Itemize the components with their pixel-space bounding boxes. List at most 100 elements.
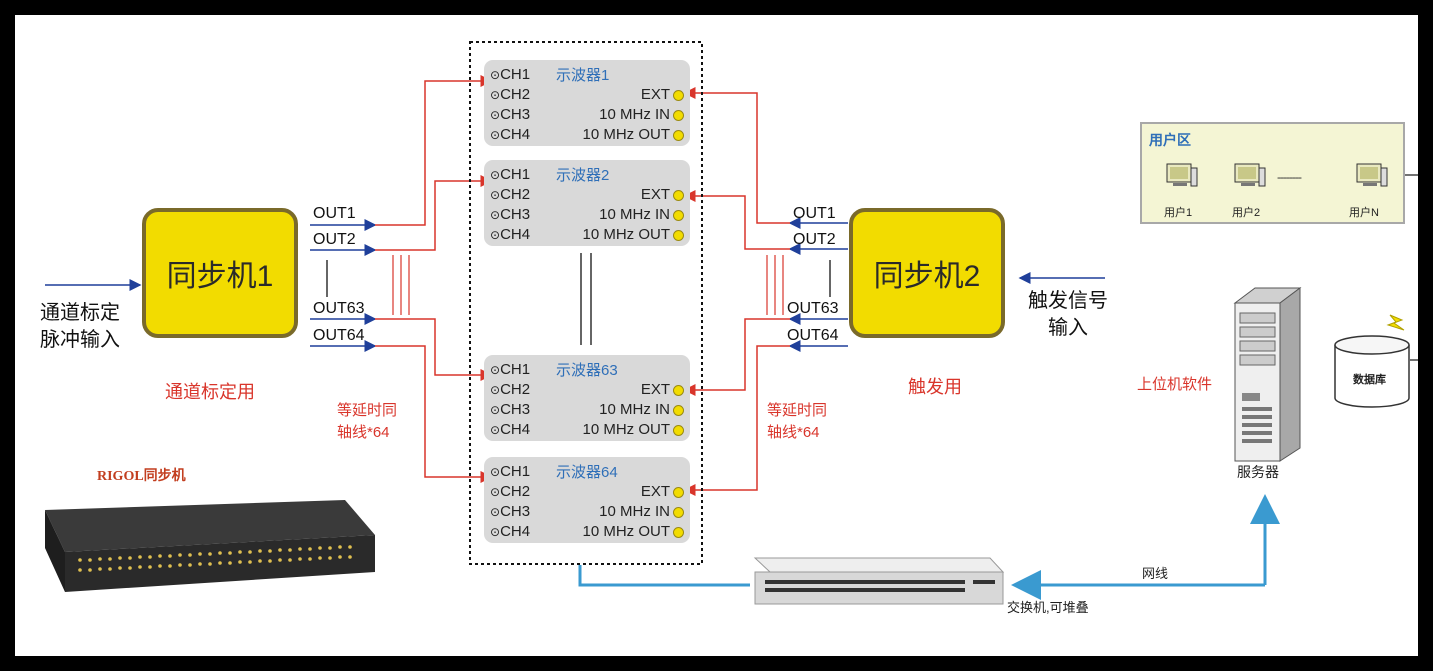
channel-2: ⊙CH2	[490, 86, 530, 103]
channel-label: CH3	[500, 206, 531, 223]
left-cable-label-line1: 等延时同	[337, 402, 398, 419]
port-connector-icon	[673, 424, 684, 436]
switch-label: 交换机,可堆叠	[1007, 600, 1089, 615]
sync2-usage: 触发用	[908, 377, 962, 397]
user1-computer-icon	[1164, 162, 1198, 192]
sync-machine-1-label: 同步机1	[166, 260, 274, 293]
sync1-out2: OUT2	[313, 231, 356, 248]
sync2-out1: OUT1	[793, 205, 836, 222]
port-3: 10 MHz OUT	[582, 421, 684, 438]
port-label: 10 MHz IN	[599, 401, 670, 418]
port-2: 10 MHz IN	[599, 401, 684, 418]
port-connector-icon	[673, 506, 684, 518]
port-1: EXT	[641, 86, 684, 103]
channel-label: CH2	[500, 186, 531, 203]
database-icon	[1334, 314, 1410, 408]
port-label: 10 MHz IN	[599, 503, 670, 520]
sync1-input-line1: 通道标定	[40, 302, 120, 324]
channel-3: ⊙CH3	[490, 206, 530, 223]
port-connector-icon	[673, 109, 684, 121]
port-1: EXT	[641, 483, 684, 500]
port-3: 10 MHz OUT	[582, 126, 684, 143]
channel-label: CH4	[500, 226, 531, 243]
sync2-out64: OUT64	[787, 327, 839, 344]
user-ellipsis: --------	[1277, 170, 1302, 184]
left-cable-label: 等延时同 轴线*64	[337, 400, 397, 444]
channel-3: ⊙CH3	[490, 503, 530, 520]
usern-label: 用户N	[1349, 207, 1379, 219]
sync1-out63: OUT63	[313, 300, 365, 317]
channel-label: CH4	[500, 523, 531, 540]
port-label: 10 MHz IN	[599, 106, 670, 123]
oscilloscope-title: 示波器63	[556, 362, 618, 379]
channel-connector-icon: ⊙	[490, 68, 501, 82]
server-icon	[1233, 287, 1302, 462]
channel-connector-icon: ⊙	[490, 465, 501, 479]
channel-label: CH1	[500, 166, 531, 183]
oscilloscope-title: 示波器1	[556, 67, 610, 84]
port-connector-icon	[673, 526, 684, 538]
right-cable-label: 等延时同 轴线*64	[767, 400, 827, 444]
left-cable-label-line2: 轴线*64	[337, 424, 390, 441]
channel-label: CH2	[500, 381, 531, 398]
port-label: 10 MHz OUT	[582, 421, 670, 438]
port-2: 10 MHz IN	[599, 106, 684, 123]
channel-label: CH3	[500, 106, 531, 123]
channel-4: ⊙CH4	[490, 226, 530, 243]
network-cable-label: 网线	[1142, 566, 1169, 581]
channel-connector-icon: ⊙	[490, 525, 501, 539]
port-label: 10 MHz OUT	[582, 523, 670, 540]
channel-connector-icon: ⊙	[490, 485, 501, 499]
sync1-input-text: 通道标定 脉冲输入	[40, 300, 120, 354]
channel-connector-icon: ⊙	[490, 208, 501, 222]
channel-label: CH1	[500, 66, 531, 83]
channel-connector-icon: ⊙	[490, 228, 501, 242]
port-3: 10 MHz OUT	[582, 523, 684, 540]
connection-lines	[45, 41, 1418, 600]
channel-label: CH2	[500, 483, 531, 500]
usern-computer-icon	[1354, 162, 1388, 192]
user1-label: 用户1	[1164, 207, 1193, 219]
sync-machine-2: 同步机2	[849, 208, 1005, 338]
port-label: EXT	[640, 186, 670, 203]
right-cable-label-line2: 轴线*64	[767, 424, 820, 441]
port-3: 10 MHz OUT	[582, 226, 684, 243]
sync2-input-text: 触发信号 输入	[1028, 288, 1108, 342]
channel-label: CH3	[500, 503, 531, 520]
channel-1: ⊙CH1	[490, 166, 530, 183]
oscilloscope-title: 示波器64	[556, 464, 618, 481]
port-2: 10 MHz IN	[599, 503, 684, 520]
channel-connector-icon: ⊙	[490, 188, 501, 202]
port-connector-icon	[673, 404, 684, 416]
channel-label: CH2	[500, 86, 531, 103]
port-2: 10 MHz IN	[599, 206, 684, 223]
port-connector-icon	[673, 189, 684, 201]
server-software-label: 上位机软件	[1137, 376, 1213, 393]
right-cable-label-line1: 等延时同	[767, 402, 828, 419]
sync1-out1: OUT1	[313, 205, 356, 222]
channel-4: ⊙CH4	[490, 523, 530, 540]
port-connector-icon	[673, 209, 684, 221]
channel-connector-icon: ⊙	[490, 88, 501, 102]
sync2-out2: OUT2	[793, 231, 836, 248]
sync2-input-line2: 输入	[1048, 317, 1088, 339]
server-label: 服务器	[1237, 464, 1279, 480]
channel-connector-icon: ⊙	[490, 128, 501, 142]
sync-machine-2-label: 同步机2	[873, 260, 981, 293]
channel-label: CH1	[500, 361, 531, 378]
channel-3: ⊙CH3	[490, 401, 530, 418]
channel-label: CH4	[500, 126, 531, 143]
diagram-canvas: 同步机1 通道标定 脉冲输入 通道标定用 OUT1 OUT2 OUT63 OUT…	[15, 15, 1418, 656]
port-connector-icon	[673, 486, 684, 498]
user-area-title: 用户区	[1149, 132, 1191, 148]
channel-2: ⊙CH2	[490, 381, 530, 398]
channel-connector-icon: ⊙	[490, 383, 501, 397]
channel-connector-icon: ⊙	[490, 403, 501, 417]
channel-1: ⊙CH1	[490, 361, 530, 378]
sync2-input-line1: 触发信号	[1028, 290, 1108, 312]
channel-label: CH1	[500, 463, 531, 480]
port-label: 10 MHz OUT	[582, 126, 670, 143]
